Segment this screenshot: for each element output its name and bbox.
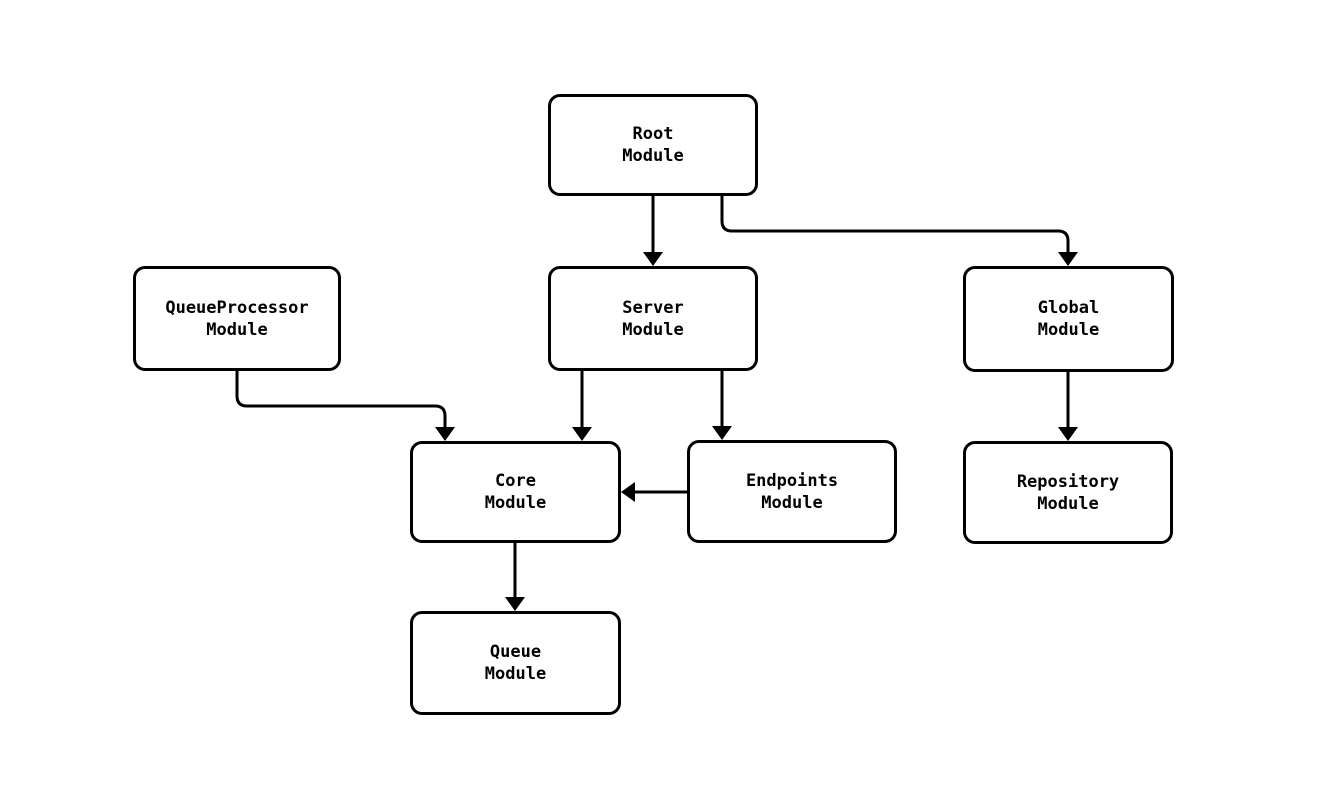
arrowhead-global-repository xyxy=(1058,427,1078,441)
node-core-module[interactable]: Core Module xyxy=(410,441,621,543)
node-endpoints-module-label: Endpoints Module xyxy=(745,470,839,513)
arrowhead-server-endpoints xyxy=(712,426,732,440)
node-queueprocessor-module[interactable]: QueueProcessor Module xyxy=(133,266,341,371)
node-queue-module-label: Queue Module xyxy=(484,642,547,684)
arrowhead-core-queue xyxy=(505,597,525,611)
edge-root-global xyxy=(720,196,1070,254)
node-queueprocessor-module-label: QueueProcessor Module xyxy=(165,297,309,340)
node-global-module[interactable]: Global Module xyxy=(963,266,1174,372)
arrowhead-server-core xyxy=(572,427,592,441)
arrowhead-root-global xyxy=(1058,252,1078,266)
node-repository-module[interactable]: Repository Module xyxy=(963,441,1173,544)
node-server-module-label: Server Module xyxy=(622,297,684,340)
arrowhead-root-server xyxy=(643,252,663,266)
node-core-module-label: Core Module xyxy=(484,471,547,513)
node-repository-module-label: Repository Module xyxy=(1016,471,1120,514)
node-global-module-label: Global Module xyxy=(1037,298,1100,340)
node-endpoints-module[interactable]: Endpoints Module xyxy=(687,440,897,543)
node-root-module[interactable]: Root Module xyxy=(548,94,758,196)
arrowhead-endpoints-core xyxy=(621,482,635,502)
node-server-module[interactable]: Server Module xyxy=(548,266,758,371)
edge-queueprocessor-core xyxy=(235,371,447,429)
node-queue-module[interactable]: Queue Module xyxy=(410,611,621,715)
arrowhead-queueprocessor-core xyxy=(435,427,455,441)
node-root-module-label: Root Module xyxy=(622,124,684,166)
